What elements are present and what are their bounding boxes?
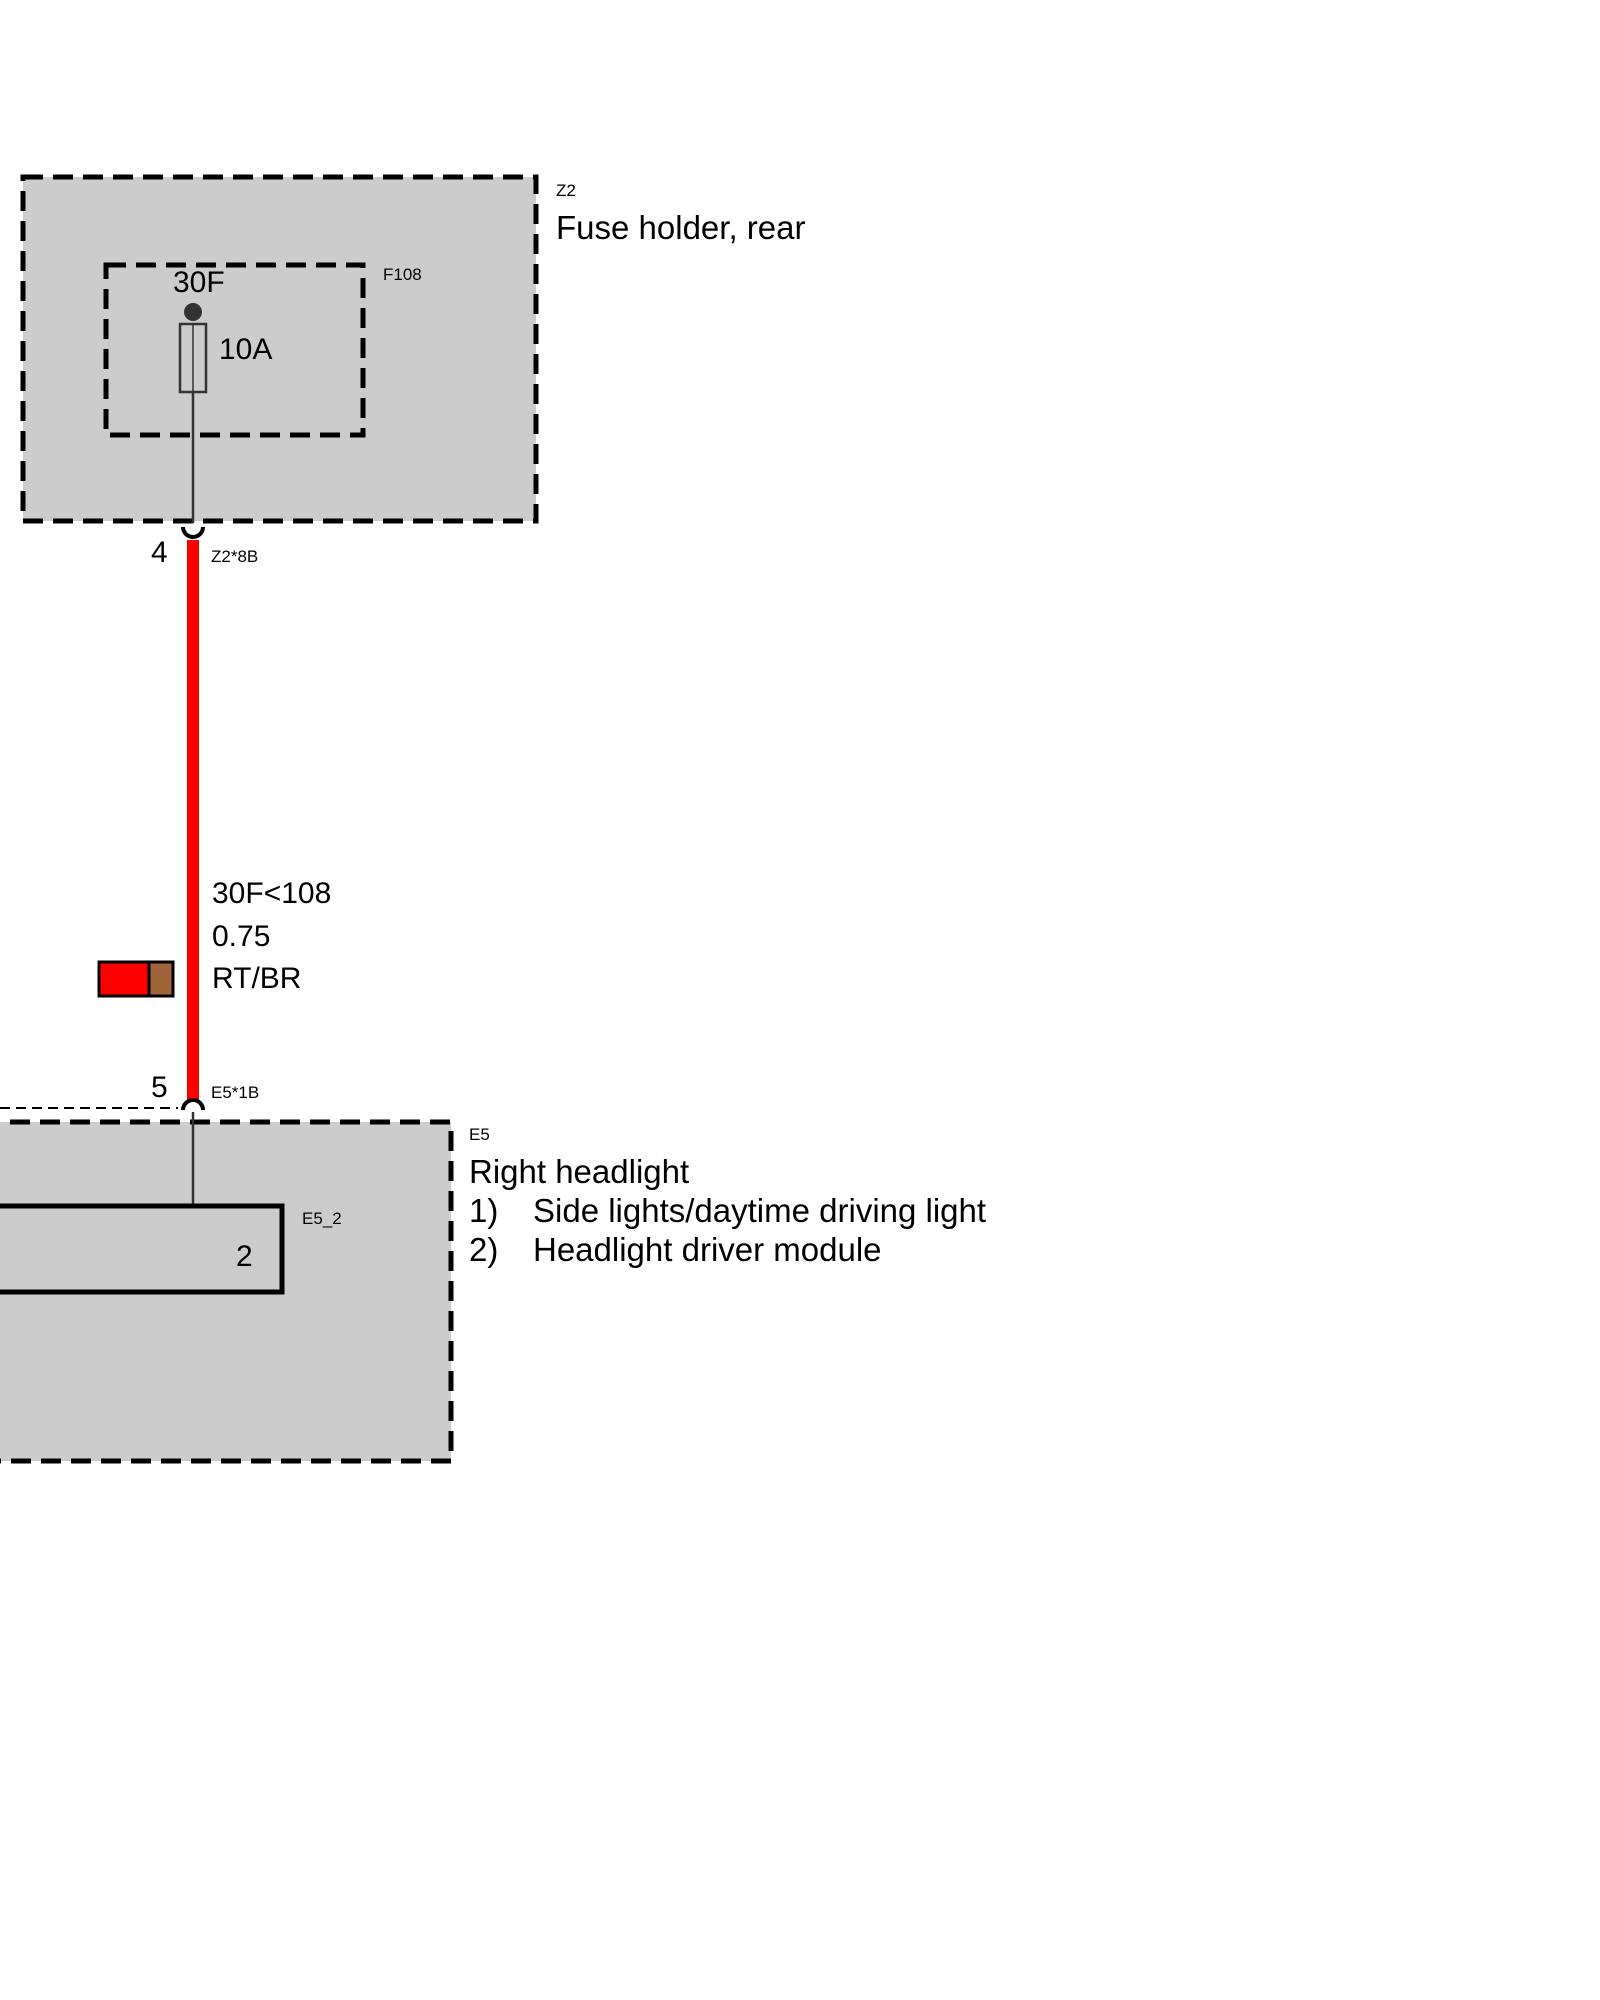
- fuse-holder-box: [20, 174, 539, 524]
- submodule-label: 2: [236, 1240, 253, 1273]
- headlight-note-2-num: 2): [469, 1231, 498, 1268]
- fuse-box: [103, 262, 366, 438]
- connector-e5-pin: 5: [151, 1071, 168, 1104]
- connector-z2-pin: 4: [151, 536, 168, 569]
- wire-cross-section: 0.75: [212, 920, 270, 953]
- wire-swatch-brown: [147, 960, 175, 998]
- fuse-id: F108: [383, 265, 422, 284]
- headlight-name: Right headlight: [469, 1153, 689, 1190]
- fuse-holder-id: Z2: [556, 181, 576, 200]
- submodule-id: E5_2: [302, 1209, 342, 1228]
- fuse-terminal-dot: [184, 303, 202, 321]
- connector-z2-id: Z2*8B: [211, 547, 258, 566]
- connector-e5-id: E5*1B: [211, 1083, 259, 1102]
- headlight-note-1-text: Side lights/daytime driving light: [533, 1192, 986, 1229]
- connector-e5-symbol: [181, 1098, 205, 1111]
- headlight-note-2-text: Headlight driver module: [533, 1231, 882, 1268]
- fuse-rating: 10A: [219, 333, 272, 366]
- connector-z2-symbol: [181, 526, 205, 539]
- headlight-note-1-num: 1): [469, 1192, 498, 1229]
- wire-swatch-red: [97, 960, 151, 998]
- wire-signal-label: 30F<108: [212, 877, 331, 910]
- wire-color-code: RT/BR: [212, 962, 301, 995]
- fuse-holder-name: Fuse holder, rear: [556, 209, 805, 246]
- submodule-box: [0, 1203, 285, 1295]
- headlight-id: E5: [469, 1125, 490, 1144]
- fuse-terminal-label: 30F: [173, 266, 225, 299]
